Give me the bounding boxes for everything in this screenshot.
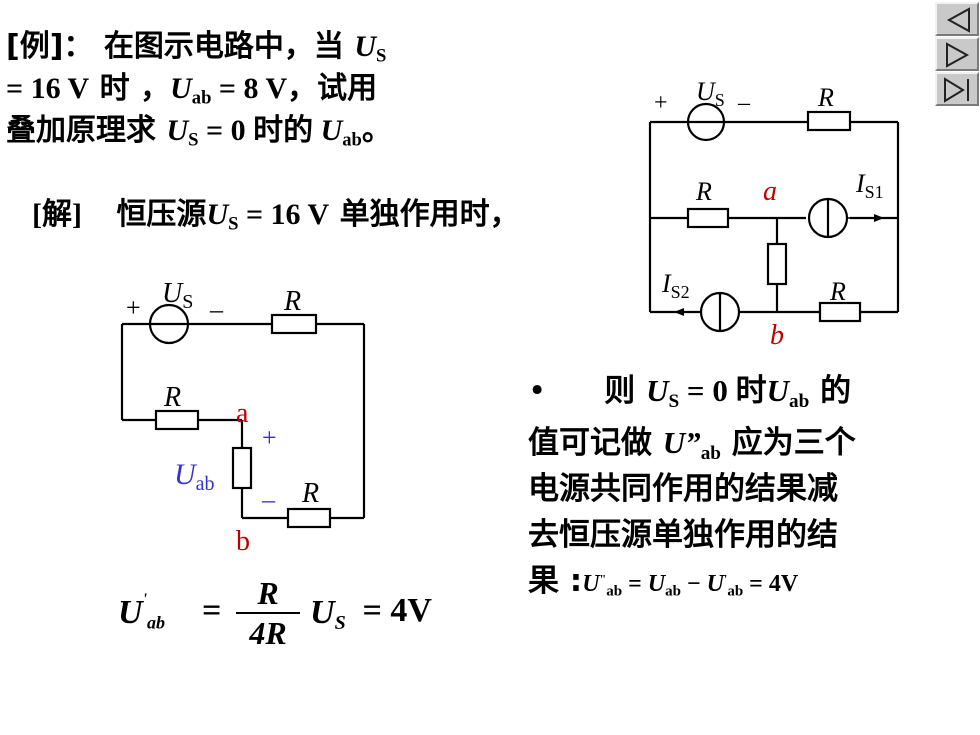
next-slide-button[interactable] xyxy=(935,37,979,71)
minus-sign: – xyxy=(737,90,751,116)
resistor-bottom xyxy=(818,301,862,323)
node-a-label-sub: a xyxy=(236,398,249,429)
source-label-sub: US xyxy=(162,278,193,313)
resistor-label-middle: R xyxy=(695,177,712,206)
note-line-5: 果 :U"ab = Uab − U'ab = 4V xyxy=(528,563,799,600)
is2-direction-arrow xyxy=(674,308,684,316)
last-slide-button[interactable] xyxy=(935,72,979,106)
resistor-label-bottom: R xyxy=(829,277,846,306)
uab-label: Uab xyxy=(174,458,215,495)
uab-plus-sign: + xyxy=(262,423,277,452)
note-line-3: 电源共同作用的结果减 xyxy=(528,471,838,507)
node-b-label: b xyxy=(770,320,784,351)
note-line-4: 去恒压源单独作用的结 xyxy=(528,517,838,553)
node-a-label: a xyxy=(763,176,777,207)
note-line-2: 值可记做 U”ab 应为三个 xyxy=(528,425,856,464)
source-label: US xyxy=(696,78,725,110)
plus-sign-sub: + xyxy=(126,293,141,322)
plus-sign: + xyxy=(654,90,668,116)
resistor-center-sub xyxy=(231,446,253,490)
next-slide-icon xyxy=(946,42,970,68)
formula-uab-prime: U'ab = R 4R US = 4V xyxy=(118,575,432,651)
prev-slide-button[interactable] xyxy=(935,2,979,36)
solution-line: [解] 恒压源US = 16 V 单独作用时， xyxy=(32,197,520,235)
is1-label: IS1 xyxy=(855,169,884,202)
problem-line-3: 叠加原理求 US = 0 时的 Uab。 xyxy=(6,113,392,151)
resistor-middle xyxy=(686,207,730,229)
minus-sign-sub: – xyxy=(209,295,224,324)
node-b-label-sub: b xyxy=(236,526,250,557)
fraction: R 4R xyxy=(236,576,300,650)
resistor-top xyxy=(806,110,852,132)
resistor-top-sub xyxy=(270,313,318,335)
resistor-label-middle-sub: R xyxy=(163,382,181,413)
is2-label: IS2 xyxy=(661,269,690,302)
problem-line-2: = 16 V 时 ，Uab = 8 V，试用 xyxy=(6,71,378,109)
main-circuit-diagram: + US – R R a IS1 IS2 R b xyxy=(648,78,900,351)
problem-line-1: [例]： 在图示电路中，当 US xyxy=(6,29,387,67)
resistor-bottom-sub xyxy=(286,507,332,529)
note-line-1: •则 US = 0 时Uab 的 xyxy=(528,373,852,412)
resistor-label-top-sub: R xyxy=(283,286,301,317)
resistor-label-top: R xyxy=(817,83,834,112)
is1-direction-arrow xyxy=(874,214,884,222)
resistor-center xyxy=(766,242,788,286)
uab-minus-sign: – xyxy=(261,485,276,514)
resistor-middle-sub xyxy=(154,409,200,431)
prev-slide-icon xyxy=(946,7,970,33)
last-slide-icon xyxy=(944,77,969,103)
resistor-label-bottom-sub: R xyxy=(301,478,319,509)
us-only-circuit-diagram: + US – R R a + Uab – R b xyxy=(120,278,366,557)
